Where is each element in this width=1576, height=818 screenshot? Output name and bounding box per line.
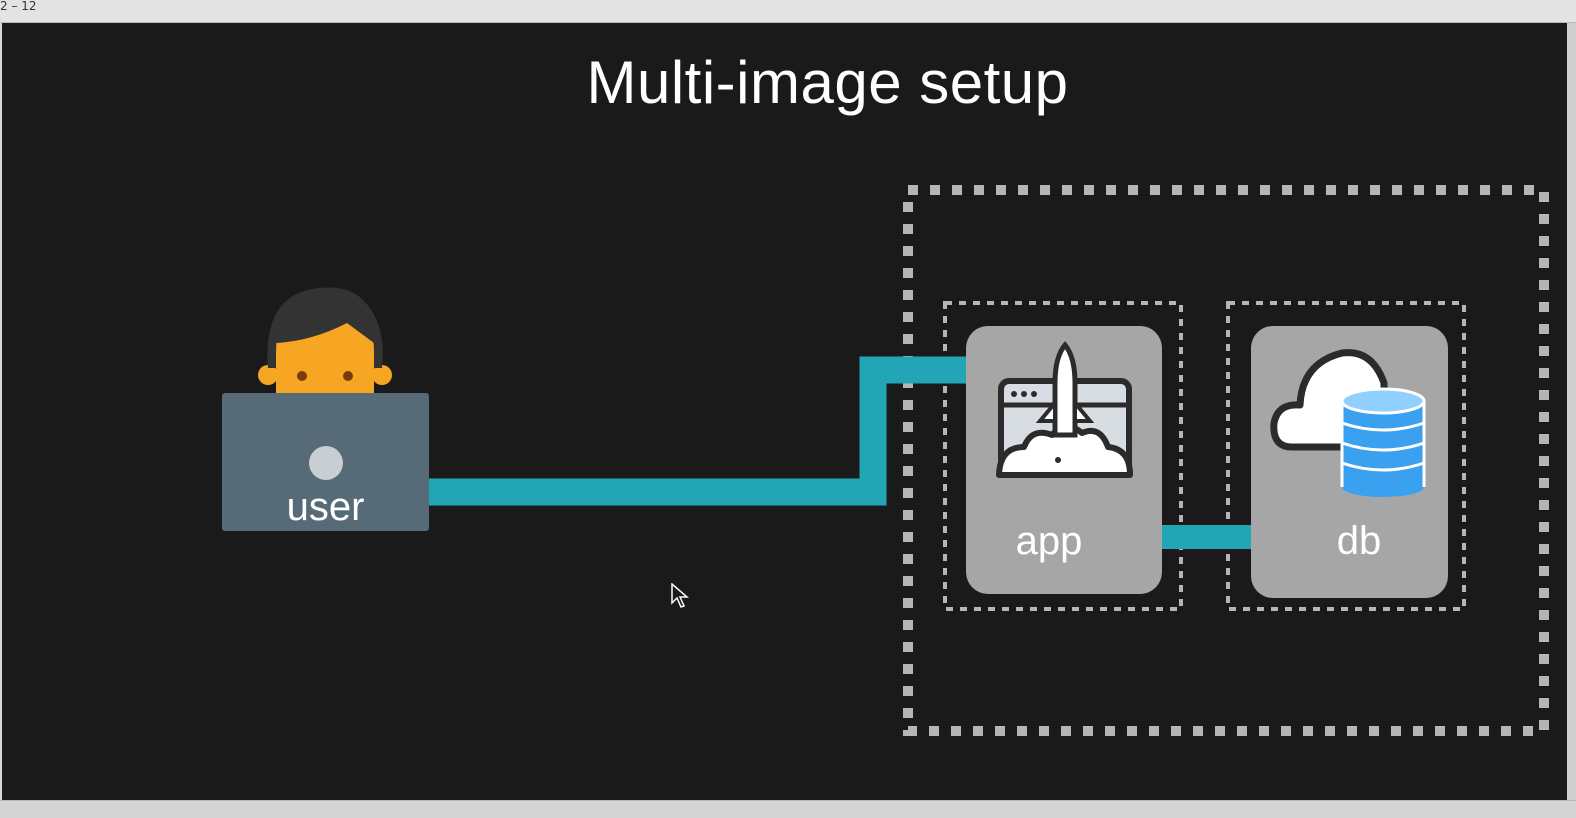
db-container-boundary — [1226, 301, 1466, 611]
user-label: user — [286, 485, 365, 529]
slide: Multi-image setup — [2, 23, 1567, 800]
app-container-boundary — [943, 301, 1183, 611]
window-title-bar: 2 – 12 — [0, 0, 1576, 23]
app-db-connector — [1161, 525, 1253, 549]
mouse-pointer-icon — [671, 583, 689, 608]
outer-container-boundary — [903, 185, 1549, 736]
app-label: app — [1015, 519, 1083, 563]
person-at-laptop-icon — [222, 287, 429, 531]
user-app-connector — [429, 356, 966, 506]
db-label: db — [1336, 519, 1382, 563]
slide-title: Multi-image setup — [586, 49, 1069, 116]
window-label: 2 – 12 — [0, 0, 37, 13]
cloud-database-icon — [1270, 349, 1426, 497]
window-right-edge — [1567, 23, 1576, 800]
rocket-launch-icon — [996, 341, 1133, 478]
architecture-diagram — [222, 185, 1549, 736]
window-bottom-bar — [0, 800, 1576, 818]
